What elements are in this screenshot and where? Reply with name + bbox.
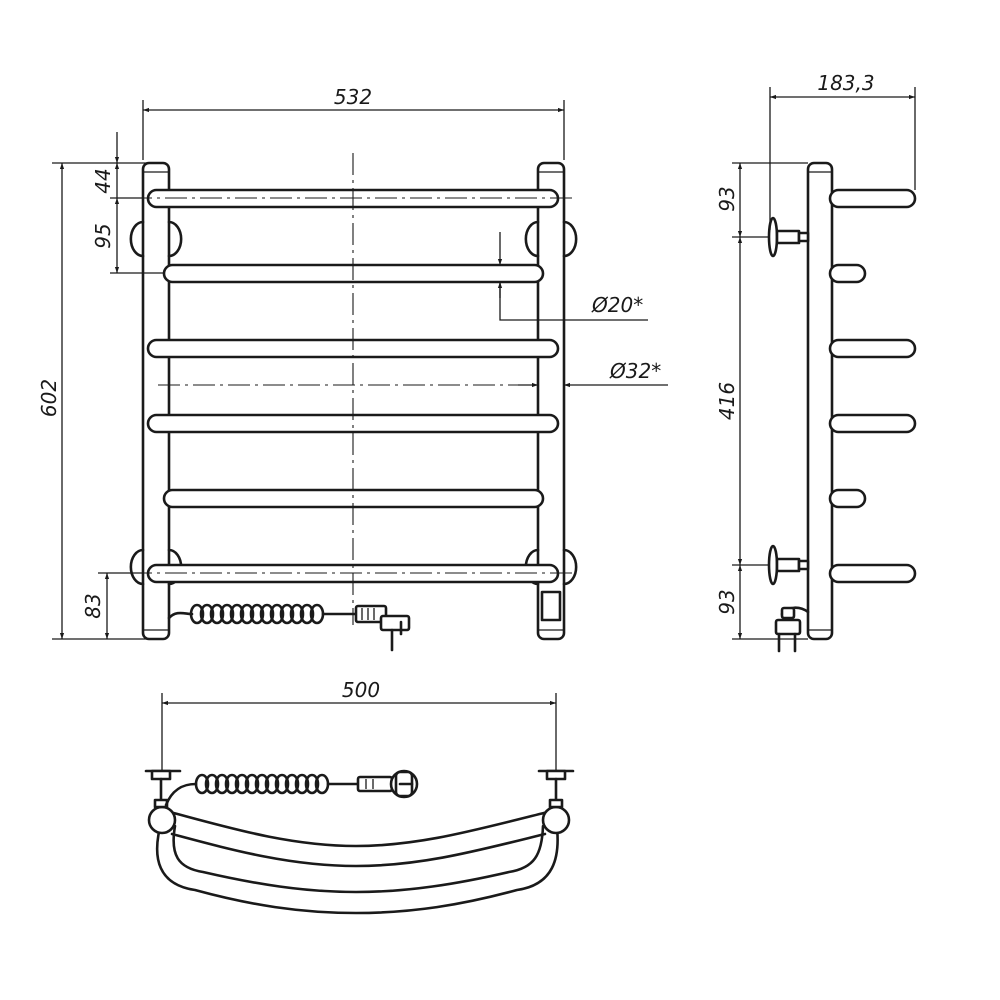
side-post xyxy=(806,161,834,641)
top-plug xyxy=(356,769,419,799)
left-post xyxy=(141,161,171,641)
top-curved-rail-outer xyxy=(155,818,559,915)
left-lower-bracket xyxy=(129,548,145,586)
bottom-offset-dimension: 83 xyxy=(81,593,105,618)
top-right-mount xyxy=(537,769,575,809)
side-view: 183,3 93 416 93 xyxy=(715,71,917,653)
side-rung-5 xyxy=(828,488,867,509)
side-rung-6 xyxy=(828,563,917,584)
front-view: 532 602 44 95 83 Ø20* Ø32* xyxy=(37,85,668,652)
top-left-mount xyxy=(144,769,182,809)
top-offset-dimension: 44 xyxy=(91,168,115,193)
power-cable xyxy=(167,611,194,620)
left-upper-bracket xyxy=(129,220,145,258)
side-upper-bracket xyxy=(767,216,810,258)
top-curved-rail-inner xyxy=(172,824,545,894)
plug xyxy=(354,604,411,652)
side-rung-2 xyxy=(828,263,867,284)
bar-diameter-label: Ø20* xyxy=(591,293,643,317)
top-cable-coil xyxy=(194,773,330,795)
controller-box xyxy=(540,590,562,622)
mount-spacing-dimension: 416 xyxy=(715,382,739,420)
post-diameter-label: Ø32* xyxy=(609,359,661,383)
side-rung-4 xyxy=(828,413,917,434)
side-rung-3 xyxy=(828,338,917,359)
width-dimension: 532 xyxy=(334,85,372,109)
right-post xyxy=(536,161,566,641)
top-straight-rail xyxy=(168,810,550,848)
height-dimension: 602 xyxy=(37,379,61,417)
cable-coil xyxy=(189,603,325,625)
side-lower-bracket xyxy=(767,544,810,586)
side-rung-1 xyxy=(828,188,917,209)
depth-dimension: 183,3 xyxy=(817,71,874,95)
top-mount-dimension: 93 xyxy=(715,186,739,211)
bar-spacing-dimension: 95 xyxy=(91,223,115,248)
bottom-mount-dimension: 93 xyxy=(715,589,739,614)
side-plug xyxy=(774,606,810,653)
top-left-post xyxy=(147,805,177,835)
right-upper-bracket xyxy=(524,220,540,258)
top-view: 500 xyxy=(144,678,575,915)
top-right-post xyxy=(541,805,571,835)
top-width-dimension: 500 xyxy=(342,678,380,702)
